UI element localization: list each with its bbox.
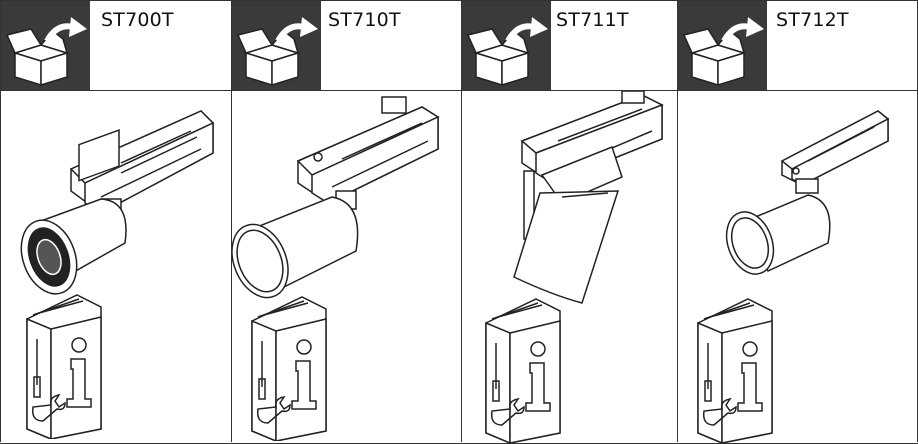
header-divider: [1, 90, 231, 91]
header-divider: [678, 90, 917, 91]
product-code: ST712T: [776, 9, 849, 31]
header-divider: [462, 90, 677, 91]
manual-icon: [251, 296, 327, 441]
panel-st712t: ST712T: [678, 1, 918, 443]
product-code: ST710T: [328, 9, 401, 31]
product-code: ST711T: [556, 9, 629, 31]
panel-st711t: ST711T: [462, 1, 678, 443]
panel-st710t: ST710T: [232, 1, 462, 442]
unbox-icon: [678, 1, 767, 90]
unbox-icon: [1, 1, 90, 90]
manual-icon: [697, 298, 773, 443]
unbox-icon: [462, 1, 551, 90]
product-code: ST700T: [101, 9, 174, 31]
unbox-icon: [232, 1, 321, 90]
header-divider: [232, 90, 461, 91]
track-spotlight-illustration: [232, 96, 440, 299]
panel-st700t: ST700T: [0, 1, 232, 442]
manual-icon: [485, 298, 561, 443]
manual-icon: [26, 294, 102, 439]
track-spotlight-illustration: [725, 110, 890, 275]
track-spotlight-illustration: [20, 110, 215, 295]
track-spotlight-illustration: [513, 91, 664, 304]
